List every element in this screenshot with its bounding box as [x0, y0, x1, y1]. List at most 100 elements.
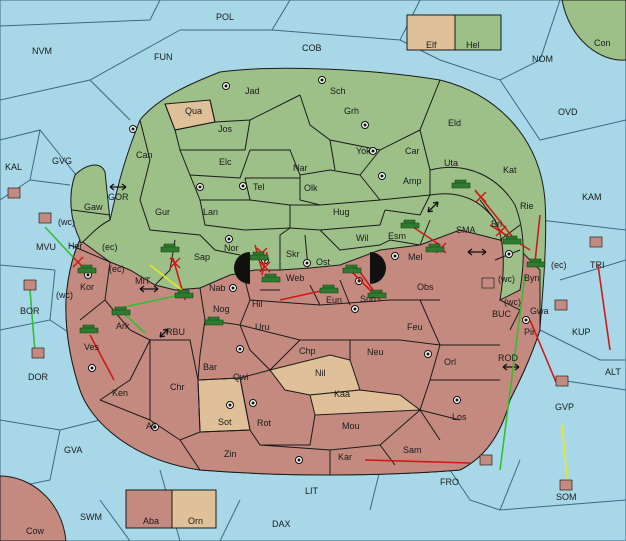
svg-text:Sap: Sap [194, 252, 210, 262]
channel-arrows [109, 183, 520, 371]
svg-text:Mel: Mel [408, 252, 423, 262]
svg-text:(ec): (ec) [109, 264, 125, 274]
border-gaw-her [71, 209, 111, 216]
svg-text:Gaw: Gaw [84, 202, 103, 212]
svg-text:Kaa: Kaa [334, 389, 350, 399]
svg-text:Eun: Eun [326, 295, 342, 305]
svg-text:Kat: Kat [503, 165, 517, 175]
svg-text:Chp: Chp [299, 346, 316, 356]
svg-text:Nil: Nil [315, 368, 326, 378]
svg-text:Orn: Orn [188, 516, 203, 526]
svg-text:Neu: Neu [367, 347, 384, 357]
svg-text:Sam: Sam [403, 445, 422, 455]
svg-text:Nog: Nog [213, 304, 230, 314]
svg-text:BUC: BUC [492, 309, 512, 319]
svg-text:Gwa: Gwa [530, 306, 549, 316]
orders-green [29, 226, 526, 471]
svg-text:MIT: MIT [135, 276, 151, 286]
svg-text:Uta: Uta [444, 158, 458, 168]
svg-text:KUP: KUP [572, 327, 591, 337]
svg-text:SMA: SMA [456, 225, 476, 235]
svg-text:Esm: Esm [388, 231, 406, 241]
svg-text:Ves: Ves [84, 342, 100, 352]
svg-text:Jad: Jad [245, 86, 260, 96]
svg-text:Qwi: Qwi [233, 372, 249, 382]
svg-text:Elc: Elc [219, 157, 232, 167]
svg-text:Qua: Qua [185, 106, 202, 116]
svg-text:Can: Can [136, 150, 153, 160]
svg-text:Gur: Gur [155, 207, 170, 217]
svg-text:Kar: Kar [338, 452, 352, 462]
svg-text:Nor: Nor [224, 243, 239, 253]
svg-text:Rie: Rie [520, 201, 534, 211]
svg-text:Her: Her [68, 241, 83, 251]
svg-text:Tel: Tel [253, 182, 265, 192]
svg-text:Car: Car [405, 146, 420, 156]
svg-text:MVU: MVU [36, 242, 56, 252]
svg-text:Orl: Orl [444, 357, 456, 367]
svg-text:Byn: Byn [524, 273, 540, 283]
svg-text:GVP: GVP [555, 402, 574, 412]
svg-text:Ark: Ark [116, 321, 130, 331]
svg-text:Grh: Grh [344, 106, 359, 116]
svg-text:Wil: Wil [356, 233, 369, 243]
svg-text:KAL: KAL [5, 162, 22, 172]
svg-text:Hel: Hel [466, 40, 480, 50]
svg-text:Bri: Bri [491, 219, 502, 229]
svg-text:LIT: LIT [305, 486, 319, 496]
svg-text:ROD: ROD [498, 353, 519, 363]
armies [77, 179, 546, 334]
region-east-arc [429, 166, 524, 301]
svg-text:DOR: DOR [28, 372, 49, 382]
svg-text:Sot: Sot [218, 417, 232, 427]
region-west-hook [70, 164, 111, 243]
svg-text:(ec): (ec) [551, 260, 567, 270]
svg-text:(wc): (wc) [504, 297, 521, 307]
fleets [7, 187, 603, 491]
svg-text:BOR: BOR [20, 306, 40, 316]
svg-text:Feu: Feu [407, 322, 423, 332]
svg-text:COB: COB [302, 43, 322, 53]
land-labels: Jad Sch Qua Jos Grh Eld Can Yok Car Uta … [68, 86, 549, 462]
svg-text:Hug: Hug [333, 207, 350, 217]
svg-text:SOM: SOM [556, 492, 577, 502]
svg-text:(ec): (ec) [102, 242, 118, 252]
border-her-kor [69, 244, 111, 263]
svg-text:DAX: DAX [272, 519, 291, 529]
svg-text:Rot: Rot [257, 418, 272, 428]
svg-text:Ost: Ost [316, 257, 331, 267]
legend-bottom: Aba Orn [125, 489, 217, 529]
legend-top: Elf Hel [406, 14, 502, 51]
svg-text:Yok: Yok [356, 146, 371, 156]
svg-text:FUN: FUN [154, 52, 173, 62]
svg-text:ALT: ALT [605, 367, 621, 377]
svg-text:Sun: Sun [360, 294, 376, 304]
svg-text:Sch: Sch [330, 86, 346, 96]
svg-text:Uru: Uru [255, 322, 270, 332]
svg-text:Obs: Obs [417, 282, 434, 292]
territory-kaa[interactable] [309, 389, 422, 416]
svg-text:Hil: Hil [252, 299, 263, 309]
svg-text:Skr: Skr [286, 249, 300, 259]
south-borders [79, 261, 521, 475]
svg-text:(wc): (wc) [56, 290, 73, 300]
svg-text:Elf: Elf [426, 40, 437, 50]
svg-text:Los: Los [452, 412, 467, 422]
marker-left [234, 252, 250, 284]
svg-text:GOR: GOR [108, 192, 129, 202]
svg-text:Lan: Lan [203, 207, 218, 217]
svg-text:Mou: Mou [342, 421, 360, 431]
north-borders [139, 79, 521, 311]
svg-text:NVM: NVM [32, 46, 52, 56]
svg-text:RBU: RBU [166, 327, 185, 337]
svg-text:NOM: NOM [532, 54, 553, 64]
svg-text:Ken: Ken [112, 388, 128, 398]
svg-text:POL: POL [216, 12, 234, 22]
svg-text:FRO: FRO [440, 477, 459, 487]
svg-text:(wc): (wc) [58, 217, 75, 227]
supply-centers [84, 41, 530, 464]
svg-text:TRI: TRI [590, 260, 605, 270]
svg-text:Aba: Aba [143, 516, 159, 526]
svg-text:Amp: Amp [403, 176, 422, 186]
